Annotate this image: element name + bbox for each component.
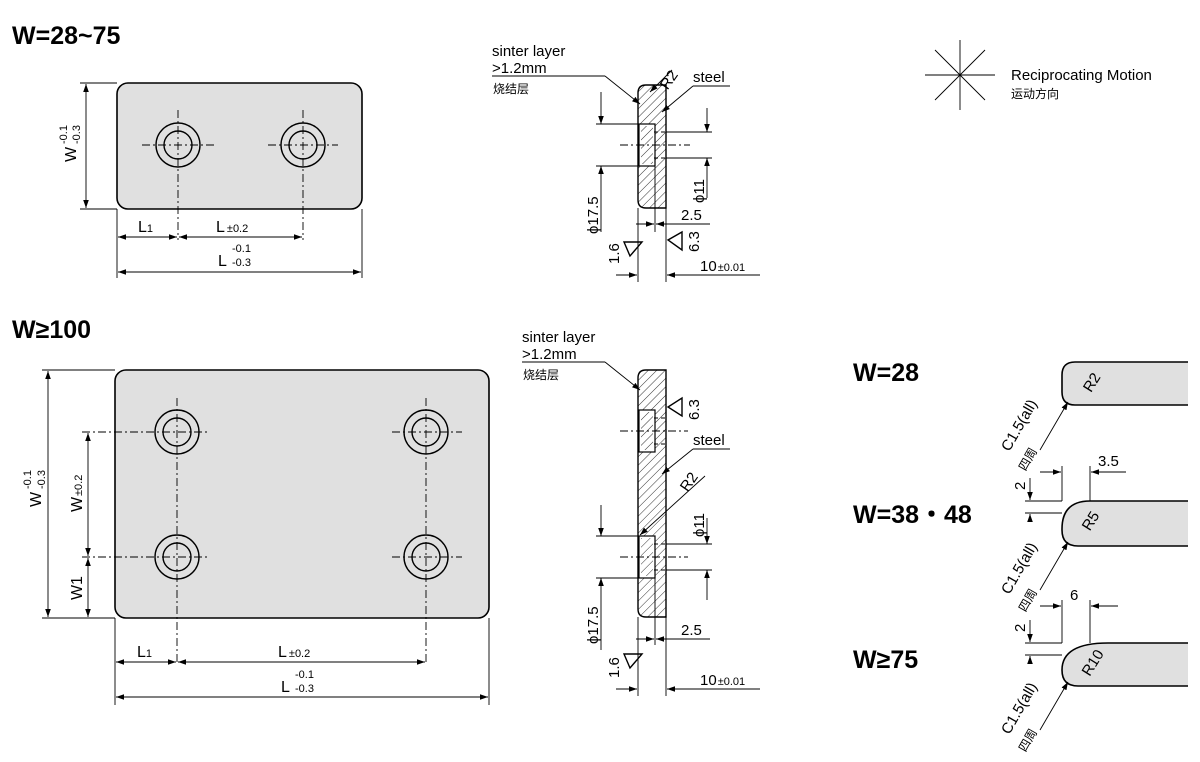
offset-35-label: 3.5 (1098, 453, 1119, 470)
large-length-label: L -0.1 -0.3 (281, 669, 314, 696)
roughness-16-label: 1.6 (606, 243, 623, 264)
svg-text:W: W (69, 584, 86, 600)
large-w-label: W -0.1 -0.3 (22, 470, 48, 507)
svg-text:sinter layer: sinter layer (522, 329, 595, 346)
steel-label: steel (693, 69, 725, 86)
svg-text:>1.2mm: >1.2mm (522, 346, 577, 363)
large-plate-holes (82, 398, 462, 665)
corner-w38 (1061, 500, 1188, 547)
cbore-dia-label: ϕ17.5 (585, 196, 602, 234)
svg-text:W: W (69, 496, 86, 512)
large-pitch-w-label: W ±0.2 (69, 475, 86, 512)
svg-text:-0.1: -0.1 (295, 669, 314, 681)
large-plate (114, 369, 490, 619)
large-l1-label: L1 (137, 644, 152, 661)
svg-text:steel: steel (693, 432, 725, 449)
section-small: sinter layer >1.2mm 烧结层 steel R2 ϕ17.5 ϕ… (492, 43, 760, 282)
svg-text:-0.1: -0.1 (58, 125, 70, 144)
svg-text:-0.3: -0.3 (36, 470, 48, 489)
svg-text:W: W (28, 491, 45, 507)
sinter-layer-cn: 烧结层 (493, 82, 529, 96)
svg-text:烧结层: 烧结层 (523, 368, 559, 382)
offset-6-label: 6 (1070, 587, 1078, 604)
svg-text:-0.3: -0.3 (71, 125, 83, 144)
hole-dia-label: ϕ11 (691, 179, 708, 203)
svg-text:四周: 四周 (1016, 445, 1040, 473)
step-label-w75: 2 (1012, 624, 1029, 632)
title-w-small: W=28~75 (12, 22, 121, 50)
small-l1-label: L1 (138, 219, 153, 236)
corner-w28 (1061, 361, 1188, 406)
small-plate-hole-left (142, 110, 214, 240)
svg-text:10±0.01: 10±0.01 (700, 672, 745, 689)
reciprocating-motion-icon (925, 40, 995, 110)
title-w28: W=28 (853, 359, 919, 387)
motion-label-cn: 运动方向 (1011, 86, 1059, 101)
small-plate-hole-right (268, 110, 338, 240)
sinter-thickness-label: >1.2mm (492, 60, 547, 77)
motion-label: Reciprocating Motion (1011, 67, 1152, 84)
svg-text:ϕ17.5: ϕ17.5 (585, 606, 602, 644)
svg-text:-0.1: -0.1 (22, 470, 34, 489)
small-pitch-label: L±0.2 (216, 219, 248, 236)
small-length-label: L -0.1 -0.3 (218, 243, 251, 270)
svg-text:1.6: 1.6 (606, 657, 623, 678)
svg-text:2.5: 2.5 (681, 622, 702, 639)
roughness-63-label: 6.3 (686, 231, 703, 252)
svg-text:L: L (281, 679, 290, 696)
section-large: sinter layer >1.2mm 烧结层 6.3 steel R2 ϕ11 (522, 329, 760, 696)
title-w38: W=38・48 (853, 501, 972, 529)
step-label-w38: 2 (1012, 482, 1029, 490)
large-pitch-l-label: L±0.2 (278, 644, 310, 661)
title-w-large: W≥100 (12, 316, 91, 344)
thickness-label: 10±0.01 (700, 258, 745, 275)
title-w75: W≥75 (853, 646, 918, 674)
chamfer-label-w38: C1.5(all) (998, 540, 1041, 598)
chamfer-label-w28: C1.5(all) (998, 397, 1041, 455)
svg-text:L: L (218, 253, 227, 270)
svg-text:-0.3: -0.3 (232, 257, 251, 269)
svg-text:6.3: 6.3 (686, 399, 703, 420)
cbore-depth-label: 2.5 (681, 207, 702, 224)
svg-text:±0.2: ±0.2 (73, 475, 85, 496)
svg-text:四周: 四周 (1016, 586, 1040, 614)
svg-text:W: W (63, 146, 80, 162)
svg-text:1: 1 (69, 576, 86, 585)
small-w-label: W -0.1 -0.3 (58, 125, 83, 162)
corner-w75 (1061, 642, 1188, 687)
svg-text:-0.1: -0.1 (232, 243, 251, 255)
sinter-layer-label: sinter layer (492, 43, 565, 60)
svg-text:ϕ11: ϕ11 (691, 513, 708, 537)
large-w1-label: W 1 (69, 576, 86, 600)
svg-text:-0.3: -0.3 (295, 683, 314, 695)
chamfer-label-w75: C1.5(all) (998, 680, 1041, 738)
svg-text:四周: 四周 (1016, 726, 1040, 754)
